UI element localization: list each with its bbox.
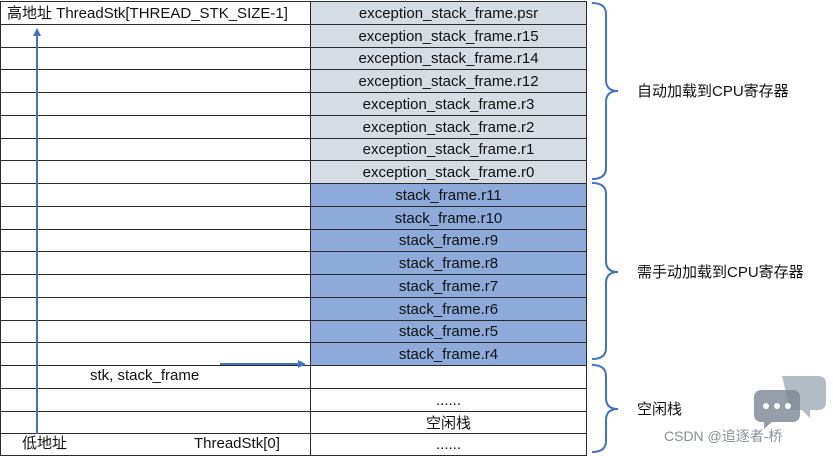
address-cell	[0, 24, 310, 47]
address-cell	[0, 251, 310, 274]
address-cell	[0, 411, 310, 433]
auto-saved-cell: exception_stack_frame.r0	[310, 160, 587, 183]
manual-saved-brace	[591, 182, 619, 360]
free-stack-cell: ......	[310, 388, 587, 411]
free-stack-brace	[591, 364, 619, 453]
auto-saved-cell: exception_stack_frame.r12	[310, 69, 587, 92]
manual-saved-cell: stack_frame.r5	[310, 320, 587, 342]
address-cell	[0, 342, 310, 365]
free-stack-cell	[310, 365, 587, 388]
manual-saved-cell: stack_frame.r9	[310, 229, 587, 251]
manual-saved-cell: stack_frame.r11	[310, 183, 587, 206]
address-cell	[0, 229, 310, 251]
address-cell	[0, 47, 310, 69]
address-cell	[0, 206, 310, 229]
address-cell	[0, 297, 310, 320]
manual-saved-label: 需手动加载到CPU寄存器	[637, 264, 804, 281]
auto-saved-cell: exception_stack_frame.r3	[310, 92, 587, 115]
manual-saved-cell: stack_frame.r4	[310, 342, 587, 365]
address-cell	[0, 115, 310, 138]
auto-saved-cell: exception_stack_frame.r14	[310, 47, 587, 69]
low-address-label: 低地址	[22, 435, 68, 452]
address-cell	[0, 92, 310, 115]
free-stack-label: 空闲栈	[637, 401, 683, 418]
address-cell	[0, 274, 310, 297]
manual-saved-cell: stack_frame.r10	[310, 206, 587, 229]
address-cell	[0, 388, 310, 411]
address-cell	[0, 183, 310, 206]
auto-saved-brace	[591, 2, 619, 180]
csdn-watermark: CSDN @追逐者-桥	[664, 428, 783, 444]
address-cell	[0, 138, 310, 160]
auto-saved-cell: exception_stack_frame.psr	[310, 1, 587, 24]
address-cell	[0, 320, 310, 342]
manual-saved-cell: stack_frame.r7	[310, 274, 587, 297]
auto-saved-cell: exception_stack_frame.r2	[310, 115, 587, 138]
stk-pointer-label: stk, stack_frame	[90, 367, 200, 384]
address-cell	[0, 365, 310, 388]
auto-saved-label: 自动加载到CPU寄存器	[637, 83, 789, 100]
stack-base-label: ThreadStk[0]	[194, 435, 280, 452]
auto-saved-cell: exception_stack_frame.r15	[310, 24, 587, 47]
address-cell	[0, 1, 310, 24]
auto-saved-cell: exception_stack_frame.r1	[310, 138, 587, 160]
address-cell	[0, 160, 310, 183]
manual-saved-cell: stack_frame.r8	[310, 251, 587, 274]
chat-bubble-icon	[754, 376, 826, 429]
manual-saved-cell: stack_frame.r6	[310, 297, 587, 320]
high-address-label: 高地址 ThreadStk[THREAD_STK_SIZE-1]	[7, 5, 288, 22]
free-stack-cell: 空闲栈	[310, 411, 587, 433]
address-cell	[0, 69, 310, 92]
